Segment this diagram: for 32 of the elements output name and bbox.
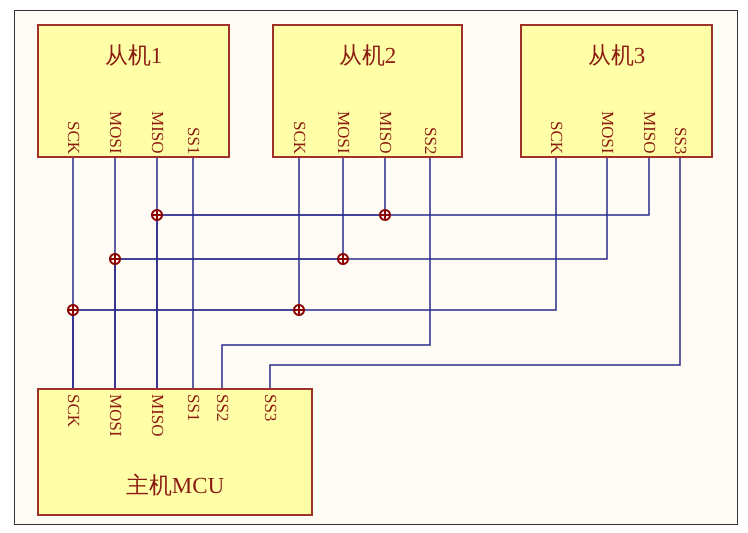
wire xyxy=(221,158,431,388)
pin-label: MOSI xyxy=(597,88,617,158)
chip-box xyxy=(37,388,313,516)
pin-label: MOSI xyxy=(105,388,125,458)
pin-label: MOSI xyxy=(105,88,125,158)
chip-box xyxy=(37,24,230,158)
chip-box xyxy=(272,24,463,158)
pin-label: SS2 xyxy=(420,88,440,158)
wire xyxy=(269,158,681,388)
wire xyxy=(156,158,650,388)
chip-title: 从机1 xyxy=(104,42,164,70)
chip-title: 主机MCU xyxy=(124,472,226,500)
wire xyxy=(114,158,608,388)
pin-label: MISO xyxy=(375,88,395,158)
pin-label: SS2 xyxy=(212,388,232,458)
chip-title: 从机3 xyxy=(586,42,646,70)
pin-label: MISO xyxy=(147,388,167,458)
pin-label: SS1 xyxy=(183,88,203,158)
chip-box xyxy=(520,24,713,158)
pin-label: SCK xyxy=(63,88,83,158)
pin-label: MOSI xyxy=(333,88,353,158)
pin-label: MISO xyxy=(639,88,659,158)
pin-label: SS1 xyxy=(183,388,203,458)
pin-label: MISO xyxy=(147,88,167,158)
wire xyxy=(192,158,194,388)
pin-label: SCK xyxy=(289,88,309,158)
wire xyxy=(72,158,557,388)
chip-title: 从机2 xyxy=(338,42,398,70)
pin-label: SS3 xyxy=(670,88,690,158)
pin-label: SCK xyxy=(63,388,83,458)
pin-label: SCK xyxy=(546,88,566,158)
pin-label: SS3 xyxy=(260,388,280,458)
